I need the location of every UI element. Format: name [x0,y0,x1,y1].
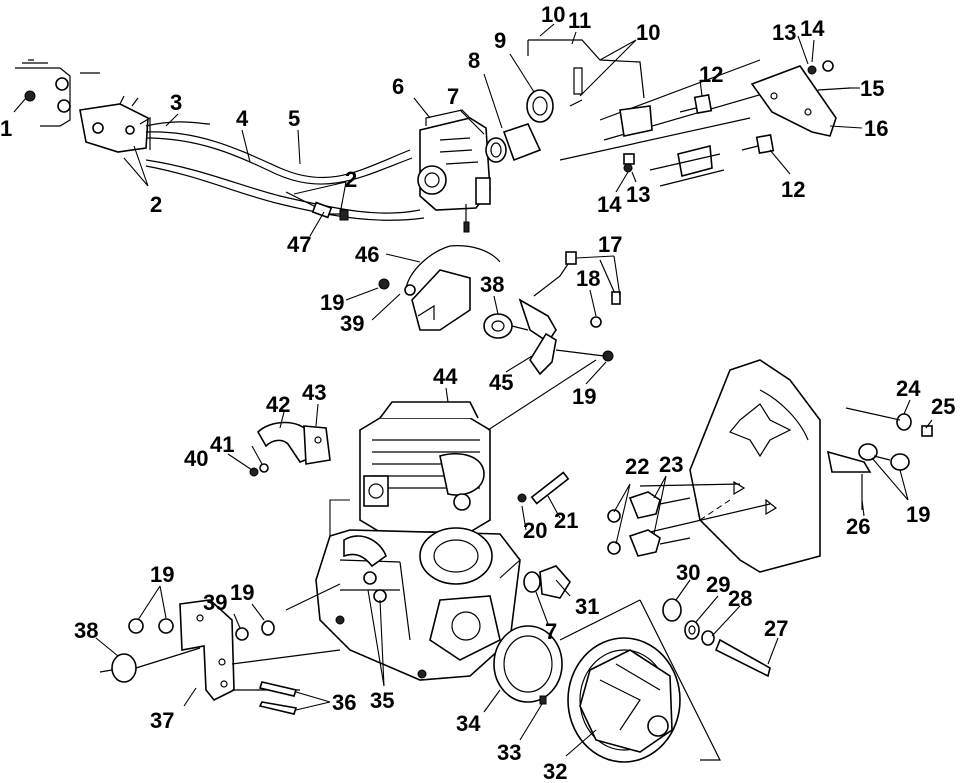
throttle-cable-mid [378,245,621,376]
intake-boots-and-clamps [485,89,554,163]
callout-43: 43 [302,380,326,405]
callout-19: 19 [906,502,930,527]
callout-18: 18 [576,266,600,291]
callout-47: 47 [287,232,311,257]
callout-25: 25 [931,394,955,419]
callout-9: 9 [494,28,506,53]
engine-block [315,401,521,681]
leader-lines [13,23,933,757]
callout-7: 7 [545,619,557,644]
callout-7: 7 [447,84,459,109]
callout-1: 1 [0,116,12,141]
callout-46: 46 [355,242,379,267]
callout-26: 26 [846,514,870,539]
callout-33: 33 [497,740,521,765]
callout-12: 12 [699,62,723,87]
front-mount-plate [639,359,821,573]
callout-32: 32 [543,759,567,783]
callout-40: 40 [184,446,208,471]
callout-24: 24 [896,376,921,401]
pulse-line-and-pin [517,471,570,505]
callout-19: 19 [320,290,344,315]
callout-39: 39 [340,311,364,336]
rear-mount-bracket [99,599,341,715]
throttle-cables [139,116,425,221]
callout-2: 2 [150,192,162,217]
callout-14: 14 [597,192,622,217]
throttle-lever-assembly [15,59,149,153]
callout-5: 5 [288,106,300,131]
callout-45: 45 [489,370,513,395]
callout-10: 10 [636,20,660,45]
callout-13: 13 [626,182,650,207]
callout-27: 27 [764,616,788,641]
callout-34: 34 [456,711,481,736]
callout-11: 11 [568,8,591,33]
callout-17: 17 [598,232,622,257]
callout-19: 19 [572,384,596,409]
callout-42: 42 [266,392,290,417]
mount-bracket-upper-right [559,59,851,187]
exhaust-manifold [249,421,331,477]
callout-14: 14 [800,16,825,41]
callout-38: 38 [74,618,98,643]
callout-21: 21 [554,508,578,533]
callout-22: 22 [625,454,649,479]
callout-6: 6 [392,74,404,99]
callout-39: 39 [203,590,227,615]
callout-12: 12 [781,177,805,202]
callout-28: 28 [728,586,752,611]
callout-31: 31 [575,594,599,619]
callout-3: 3 [170,90,182,115]
clutch-sheave [567,637,681,763]
callout-38: 38 [480,272,504,297]
drive-belt-guard [493,625,563,705]
callout-29: 29 [706,572,730,597]
callout-10: 10 [541,2,565,27]
clutch-assembly [523,565,771,761]
callout-44: 44 [433,364,458,389]
engine-support-lines [285,359,597,611]
callout-36: 36 [332,690,356,715]
callout-13: 13 [772,20,796,45]
callout-15: 15 [860,76,884,101]
callout-19: 19 [230,580,254,605]
callout-30: 30 [676,560,700,585]
callout-23: 23 [659,452,683,477]
callout-8: 8 [468,48,480,73]
callout-2: 2 [345,167,357,192]
callout-37: 37 [150,708,174,733]
callout-16: 16 [864,116,888,141]
callout-19: 19 [150,562,174,587]
callout-41: 41 [210,432,234,457]
engine-mounts-right [607,407,933,557]
callout-20: 20 [523,518,547,543]
callout-4: 4 [236,106,249,131]
callout-35: 35 [370,688,394,713]
carburetor [417,109,501,233]
